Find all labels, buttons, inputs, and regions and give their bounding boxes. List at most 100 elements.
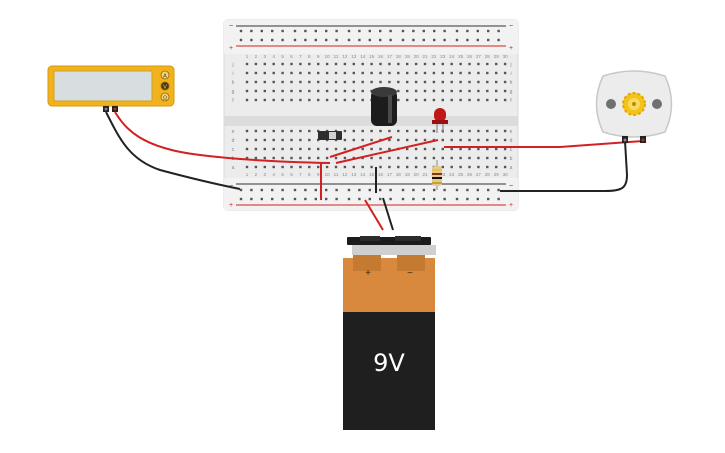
rail-hole[interactable] [433,38,436,42]
rail-hole[interactable] [433,197,436,201]
terminal-hole[interactable] [495,89,498,93]
terminal-hole[interactable] [334,80,338,84]
terminal-hole[interactable] [495,138,498,142]
rail-hole[interactable] [412,38,415,42]
rail-hole[interactable] [433,29,436,33]
terminal-hole[interactable] [370,71,373,75]
terminal-hole[interactable] [495,80,498,84]
terminal-hole[interactable] [450,156,453,160]
terminal-hole[interactable] [459,98,462,102]
terminal-hole[interactable] [254,89,258,93]
terminal-hole[interactable] [495,156,498,160]
terminal-hole[interactable] [254,147,258,151]
terminal-hole[interactable] [299,89,302,93]
terminal-hole[interactable] [343,165,347,169]
terminal-hole[interactable] [317,156,320,160]
terminal-hole[interactable] [432,71,436,75]
terminal-hole[interactable] [414,147,418,151]
terminal-hole[interactable] [370,80,373,84]
rail-hole[interactable] [347,197,351,201]
terminal-hole[interactable] [299,62,302,66]
rail-hole[interactable] [389,188,392,192]
terminal-hole[interactable] [281,138,284,142]
terminal-hole[interactable] [459,62,462,66]
rail-hole[interactable] [250,38,253,42]
rail-hole[interactable] [358,29,361,33]
terminal-hole[interactable] [414,80,418,84]
terminal-hole[interactable] [379,80,382,84]
terminal-hole[interactable] [477,62,480,66]
terminal-hole[interactable] [272,147,275,151]
terminal-hole[interactable] [503,71,507,75]
terminal-hole[interactable] [308,156,311,160]
terminal-hole[interactable] [299,156,302,160]
led-icon[interactable] [432,108,448,133]
terminal-hole[interactable] [414,71,418,75]
wire-multimeter-black[interactable] [105,111,241,190]
terminal-hole[interactable] [495,147,498,151]
rail-hole[interactable] [497,188,500,192]
rail-hole[interactable] [314,29,317,33]
rail-hole[interactable] [476,29,479,33]
terminal-hole[interactable] [414,89,418,93]
terminal-hole[interactable] [317,129,320,133]
terminal-hole[interactable] [352,138,355,142]
terminal-hole[interactable] [361,71,364,75]
terminal-hole[interactable] [477,129,480,133]
multimeter[interactable]: A V Ω [47,65,175,112]
rail-hole[interactable] [347,38,351,42]
terminal-hole[interactable] [450,80,453,84]
terminal-hole[interactable] [379,156,382,160]
terminal-hole[interactable] [361,129,364,133]
terminal-hole[interactable] [334,71,338,75]
rail-hole[interactable] [335,38,338,42]
rail-hole[interactable] [368,29,371,33]
terminal-hole[interactable] [379,62,382,66]
rail-hole[interactable] [293,197,297,201]
terminal-hole[interactable] [245,89,249,93]
terminal-hole[interactable] [308,147,311,151]
terminal-hole[interactable] [397,71,400,75]
terminal-hole[interactable] [325,98,329,102]
terminal-hole[interactable] [468,147,471,151]
rail-hole[interactable] [455,197,459,201]
terminal-hole[interactable] [406,138,409,142]
rail-hole[interactable] [250,197,253,201]
terminal-hole[interactable] [281,165,284,169]
terminal-hole[interactable] [361,80,364,84]
terminal-hole[interactable] [370,62,373,66]
terminal-hole[interactable] [450,165,453,169]
rail-hole[interactable] [379,188,382,192]
terminal-hole[interactable] [343,147,347,151]
rail-hole[interactable] [335,197,338,201]
terminal-hole[interactable] [308,138,311,142]
rail-hole[interactable] [389,29,392,33]
terminal-hole[interactable] [343,71,347,75]
terminal-hole[interactable] [406,165,409,169]
terminal-hole[interactable] [406,98,409,102]
terminal-hole[interactable] [361,138,364,142]
terminal-hole[interactable] [290,89,293,93]
terminal-hole[interactable] [334,165,338,169]
rail-hole[interactable] [497,197,500,201]
rail-hole[interactable] [325,188,328,192]
rail-hole[interactable] [347,188,351,192]
terminal-hole[interactable] [423,165,427,169]
terminal-hole[interactable] [486,147,489,151]
terminal-hole[interactable] [468,62,471,66]
wire-switch-capacitor[interactable] [329,136,393,158]
terminal-hole[interactable] [290,80,293,84]
terminal-hole[interactable] [414,156,418,160]
terminal-hole[interactable] [272,129,275,133]
terminal-hole[interactable] [263,98,266,102]
terminal-hole[interactable] [495,62,498,66]
terminal-hole[interactable] [254,165,258,169]
terminal-hole[interactable] [450,129,453,133]
terminal-hole[interactable] [272,156,275,160]
terminal-hole[interactable] [477,98,480,102]
terminal-hole[interactable] [459,138,462,142]
terminal-hole[interactable] [245,71,249,75]
rail-hole[interactable] [281,188,284,192]
rail-hole[interactable] [358,38,361,42]
rail-hole[interactable] [239,38,243,42]
